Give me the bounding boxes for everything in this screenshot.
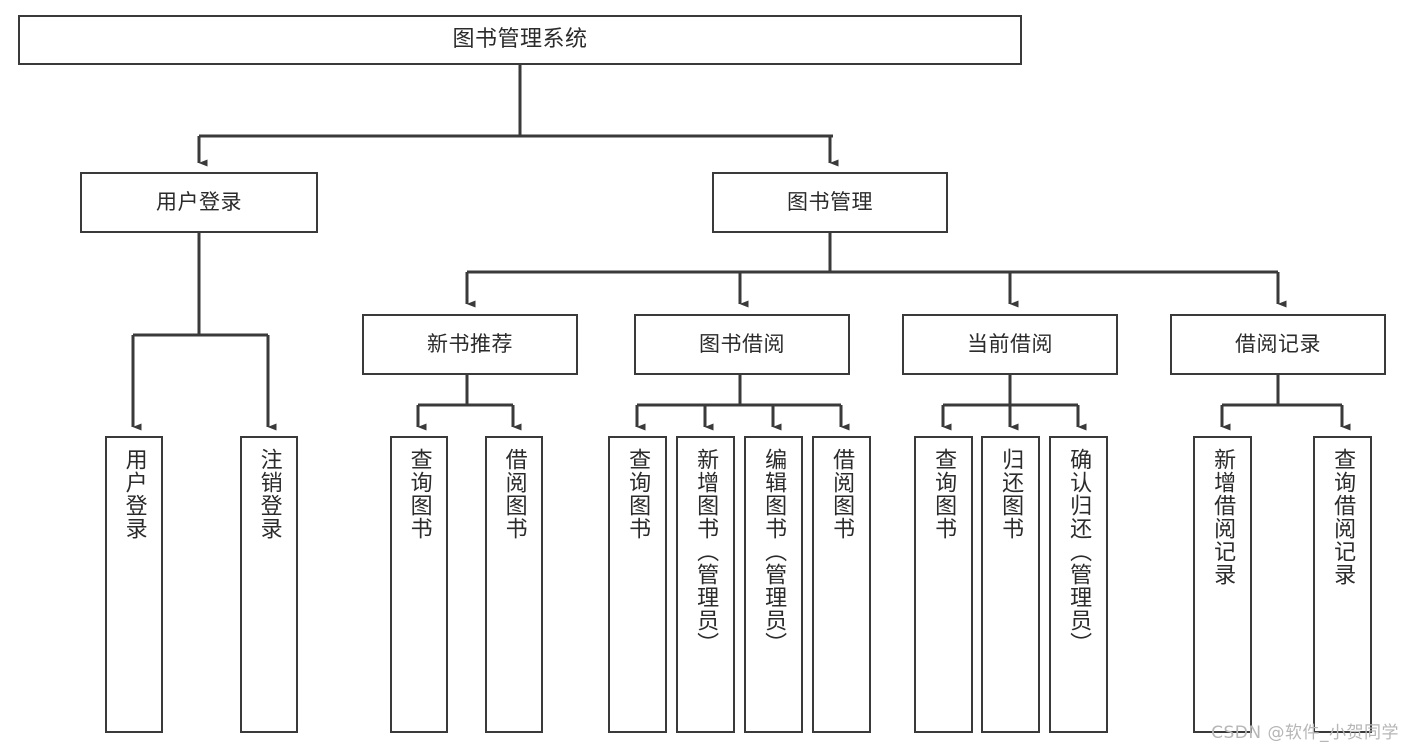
leaf-query-book-current[interactable]: 查询图书 xyxy=(914,436,973,733)
leaf-return-book[interactable]: 归还图书 xyxy=(981,436,1040,733)
node-label: 归还图书 xyxy=(998,448,1024,540)
edge-book-mgmt-to-level2 xyxy=(465,233,1287,308)
leaf-borrow-book-borrow[interactable]: 借阅图书 xyxy=(812,436,871,733)
node-label: 图书管理系统 xyxy=(452,27,588,53)
leaf-user-login[interactable]: 用户登录 xyxy=(105,436,163,733)
node-label: 用户登录 xyxy=(156,190,242,215)
node-label: 查询图书 xyxy=(406,448,432,540)
node-label: 图书借阅 xyxy=(699,332,785,357)
leaf-edit-book-admin[interactable]: 编辑图书（管理员） xyxy=(744,436,803,733)
edge-user-login-to-leaves xyxy=(131,233,277,431)
edge-root-to-level1 xyxy=(197,65,839,167)
node-label: 图书管理 xyxy=(787,190,873,215)
leaf-logout[interactable]: 注销登录 xyxy=(240,436,298,733)
edge-new-book-rec-to-leaves xyxy=(416,375,522,431)
node-borrowing-record[interactable]: 借阅记录 xyxy=(1170,314,1386,375)
node-label: 用户登录 xyxy=(121,448,147,540)
edge-book-borrow-to-leaves xyxy=(635,375,850,431)
node-label: 借阅图书 xyxy=(829,448,855,540)
node-label: 当前借阅 xyxy=(967,332,1053,357)
leaf-confirm-return-admin[interactable]: 确认归还（管理员） xyxy=(1049,436,1108,733)
leaf-add-borrow-record[interactable]: 新增借阅记录 xyxy=(1193,436,1252,733)
node-label: 新增图书（管理员） xyxy=(693,448,719,655)
node-label: 借阅图书 xyxy=(501,448,527,540)
edge-current-borrow-to-leaves xyxy=(941,375,1087,431)
leaf-query-borrow-record[interactable]: 查询借阅记录 xyxy=(1313,436,1372,733)
node-label: 借阅记录 xyxy=(1235,332,1321,357)
node-label: 查询图书 xyxy=(931,448,957,540)
leaf-add-book-admin[interactable]: 新增图书（管理员） xyxy=(676,436,735,733)
edge-borrow-record-to-leaves xyxy=(1220,375,1351,431)
leaf-query-book-rec[interactable]: 查询图书 xyxy=(390,436,448,733)
node-new-book-recommendation[interactable]: 新书推荐 xyxy=(362,314,578,375)
node-book-management[interactable]: 图书管理 xyxy=(712,172,948,233)
node-label: 编辑图书（管理员） xyxy=(761,448,787,655)
node-user-login[interactable]: 用户登录 xyxy=(80,172,318,233)
leaf-query-book-borrow[interactable]: 查询图书 xyxy=(608,436,667,733)
node-label: 查询图书 xyxy=(625,448,651,540)
node-label: 注销登录 xyxy=(256,448,282,540)
node-label: 新增借阅记录 xyxy=(1210,448,1236,586)
node-label: 确认归还（管理员） xyxy=(1066,448,1092,655)
node-current-borrowing[interactable]: 当前借阅 xyxy=(902,314,1118,375)
node-label: 新书推荐 xyxy=(427,332,513,357)
node-book-borrowing[interactable]: 图书借阅 xyxy=(634,314,850,375)
node-root-book-management-system[interactable]: 图书管理系统 xyxy=(18,15,1022,65)
csdn-watermark: CSDN @软件_小贺同学 xyxy=(1211,723,1399,743)
node-label: 查询借阅记录 xyxy=(1330,448,1356,586)
leaf-borrow-book-rec[interactable]: 借阅图书 xyxy=(485,436,543,733)
